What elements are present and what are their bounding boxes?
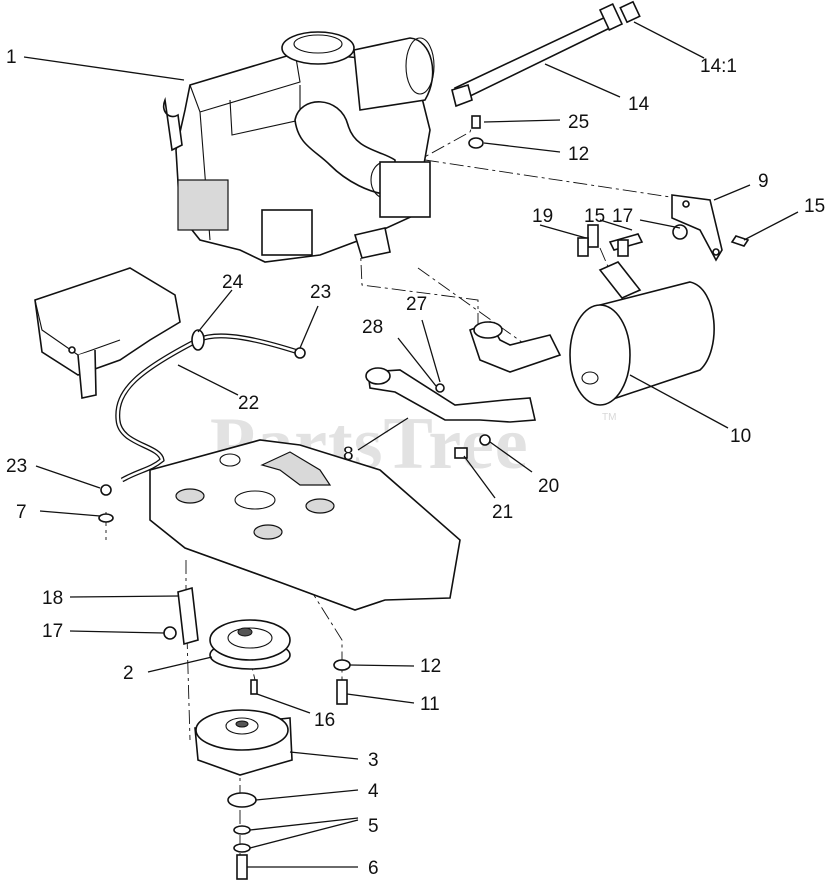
washers-small[interactable] — [233, 825, 251, 853]
callout-washer-12-top[interactable]: 12 — [568, 144, 589, 165]
callout-washer-12-bottom[interactable]: 12 — [420, 656, 441, 677]
screw-25[interactable] — [471, 115, 481, 129]
bracket-muffler[interactable] — [671, 194, 723, 262]
washer-large[interactable] — [227, 792, 257, 808]
clutch[interactable] — [194, 709, 293, 776]
callout-washers-small[interactable]: 5 — [368, 816, 379, 837]
bolt-deck[interactable] — [98, 513, 114, 523]
pulley[interactable] — [209, 619, 291, 670]
leader-lines — [23, 21, 799, 868]
callout-nut-20[interactable]: 20 — [538, 476, 559, 497]
callout-bolt-deck[interactable]: 7 — [16, 502, 27, 523]
callout-nut-27[interactable]: 27 — [406, 294, 427, 315]
callout-labels: 1 2 3 4 5 6 7 8 9 10 11 12 12 14 14:1 15… — [6, 47, 825, 879]
hose-22[interactable] — [115, 333, 299, 483]
nut-17-a[interactable] — [672, 224, 688, 240]
nut-20[interactable] — [479, 434, 491, 446]
callout-nut-17-b[interactable]: 17 — [42, 621, 63, 642]
bolt-clutch[interactable] — [236, 854, 248, 880]
callout-bolt-11[interactable]: 11 — [420, 694, 440, 715]
callout-bolt-clutch[interactable]: 6 — [368, 858, 379, 879]
muffler[interactable] — [569, 261, 715, 406]
callout-washer-large[interactable]: 4 — [368, 781, 379, 802]
callout-nut-17-a[interactable]: 17 — [612, 206, 633, 227]
washer-12-bottom[interactable] — [333, 659, 351, 671]
callout-grommet-24[interactable]: 24 — [222, 272, 244, 293]
callout-muffler[interactable]: 10 — [730, 426, 751, 447]
callout-screw-25[interactable]: 25 — [568, 112, 589, 133]
engine[interactable] — [162, 31, 435, 263]
callout-key-16[interactable]: 16 — [314, 710, 335, 731]
callout-clamp-23-a[interactable]: 23 — [310, 282, 331, 303]
callout-exhaust-pipe[interactable]: 8 — [343, 444, 354, 465]
exhaust-pipe[interactable] — [365, 320, 562, 423]
callout-bracket-muffler[interactable]: 9 — [758, 171, 769, 192]
clamp-23-a[interactable] — [294, 347, 306, 359]
bolt-15-b[interactable] — [730, 235, 750, 247]
callout-bolt-15-b[interactable]: 15 — [804, 196, 825, 217]
callout-shaft-14-1[interactable]: 14:1 — [700, 56, 737, 77]
bolt-11[interactable] — [336, 679, 348, 705]
key-16[interactable] — [250, 679, 258, 695]
callout-clutch[interactable]: 3 — [368, 750, 379, 771]
callout-hose-22[interactable]: 22 — [238, 393, 259, 414]
shaft-14[interactable] — [451, 0, 641, 108]
callout-clamp-23-b[interactable]: 23 — [6, 456, 27, 477]
callout-engine[interactable]: 1 — [6, 47, 17, 68]
heat-shield[interactable] — [34, 267, 181, 399]
callout-bolt-15-a[interactable]: 15 — [584, 206, 605, 227]
clamp-23-b[interactable] — [100, 484, 112, 496]
bracket-18[interactable] — [177, 586, 199, 646]
nut-17-b[interactable] — [163, 626, 177, 640]
callout-bracket-18[interactable]: 18 — [42, 588, 63, 609]
nut-27[interactable] — [435, 383, 445, 393]
callout-pulley[interactable]: 2 — [123, 663, 134, 684]
bolt-19[interactable] — [577, 224, 629, 257]
watermark-trademark: TM — [602, 412, 616, 423]
callout-shaft-14[interactable]: 14 — [628, 94, 650, 115]
grommet-24[interactable] — [191, 329, 205, 351]
callout-bolt-21[interactable]: 21 — [492, 502, 513, 523]
deck-plate[interactable] — [149, 439, 461, 611]
callout-bolt-19[interactable]: 19 — [532, 206, 553, 227]
bolt-21[interactable] — [454, 447, 468, 459]
callout-gasket-28[interactable]: 28 — [362, 317, 383, 338]
washer-12-top[interactable] — [468, 137, 484, 149]
